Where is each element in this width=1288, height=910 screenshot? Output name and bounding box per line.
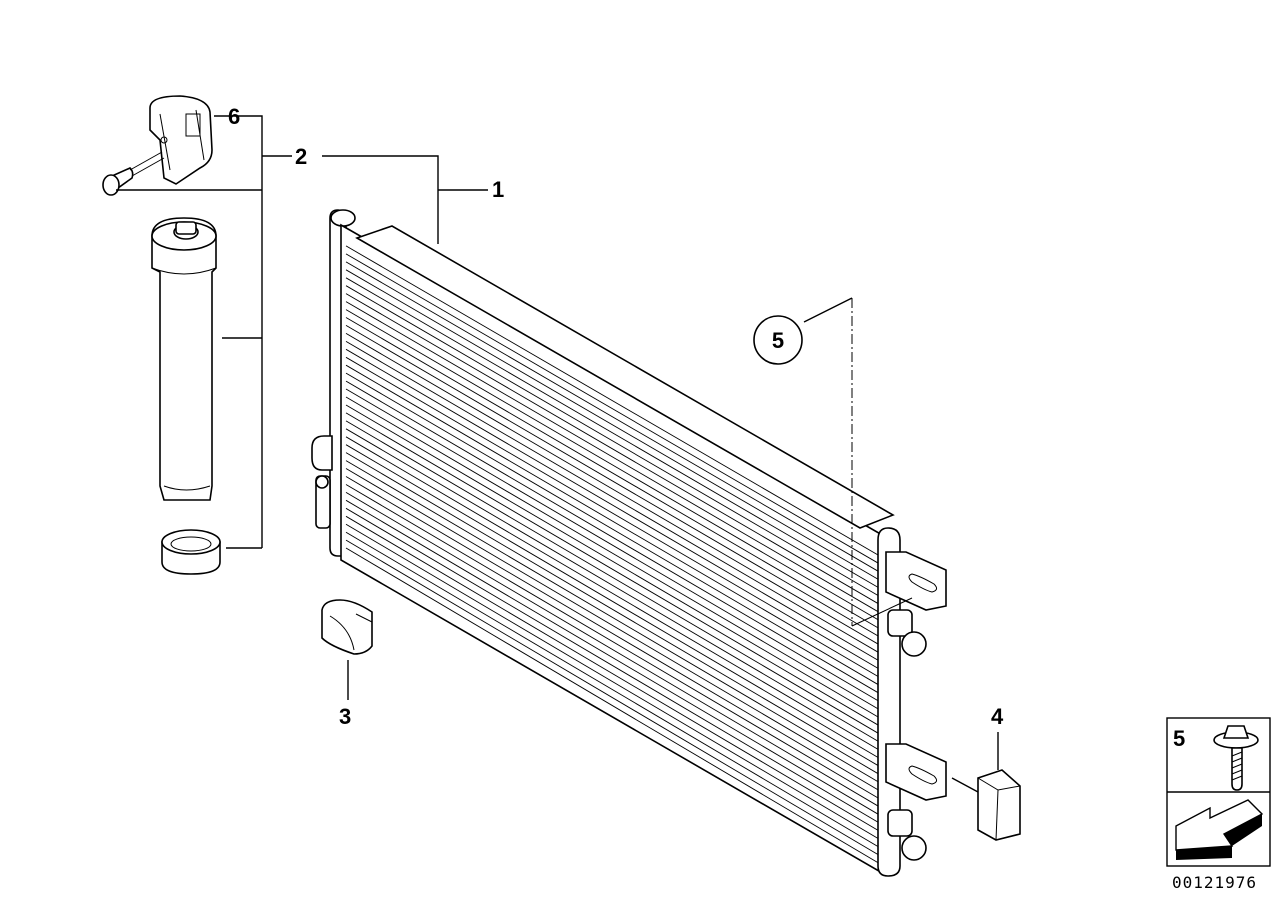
fin-line <box>345 269 881 581</box>
fin-line <box>345 507 881 824</box>
callout-3: 3 <box>339 704 351 729</box>
bolt-icon <box>1213 725 1259 791</box>
fin-line <box>345 364 881 678</box>
callout-5-circle <box>753 315 803 365</box>
fin-line <box>345 325 881 638</box>
fin-line <box>345 499 881 816</box>
fin-line <box>345 309 881 622</box>
callout-4: 4 <box>991 704 1004 729</box>
bracket-screw[interactable] <box>102 151 165 196</box>
fin-line <box>345 547 881 865</box>
callout-6: 6 <box>228 104 240 129</box>
fin-line <box>345 444 881 759</box>
fin-line <box>345 356 881 670</box>
fin-line <box>345 404 881 719</box>
legend-box: 5 <box>1166 717 1271 867</box>
fin-line <box>345 436 881 751</box>
dryer-bracket[interactable] <box>149 95 213 185</box>
fin-line <box>345 341 881 654</box>
filter-dryer[interactable] <box>151 217 217 501</box>
fin-line <box>345 261 881 573</box>
callout-5: 5 <box>772 328 784 353</box>
rubber-mount[interactable] <box>321 599 373 655</box>
fin-line <box>345 515 881 832</box>
fin-line <box>345 460 881 776</box>
fin-line <box>345 372 881 687</box>
fin-line <box>345 348 881 662</box>
fin-line <box>345 245 881 557</box>
fin-line <box>345 531 881 849</box>
legend-label: 5 <box>1173 726 1185 751</box>
fin-line <box>345 468 881 784</box>
fin-line <box>345 396 881 711</box>
callout-2: 2 <box>295 144 307 169</box>
fin-line <box>345 253 881 565</box>
fin-line <box>345 452 881 768</box>
dryer-ring[interactable] <box>161 529 221 575</box>
fin-line <box>345 492 881 808</box>
fin-line <box>345 380 881 695</box>
fin-line <box>345 277 881 589</box>
callout-1: 1 <box>492 177 504 202</box>
fin-line <box>345 523 881 840</box>
fin-line <box>345 476 881 792</box>
condenser-fins <box>345 245 881 865</box>
leader-lines <box>116 115 999 793</box>
fin-line <box>345 388 881 703</box>
fin-line <box>345 301 881 614</box>
diagram-part-number: 00121976 <box>1172 873 1257 892</box>
fin-line <box>345 317 881 630</box>
fin-line <box>345 293 881 606</box>
fin-line <box>345 428 881 743</box>
fin-line <box>345 285 881 597</box>
condenser[interactable] <box>311 209 947 877</box>
direction-arrow-icon <box>1175 799 1264 860</box>
foam-pad[interactable] <box>977 769 1021 841</box>
fin-line <box>345 333 881 646</box>
fin-line <box>345 539 881 857</box>
fin-line <box>345 420 881 735</box>
fin-line <box>345 412 881 727</box>
fin-line <box>345 484 881 800</box>
